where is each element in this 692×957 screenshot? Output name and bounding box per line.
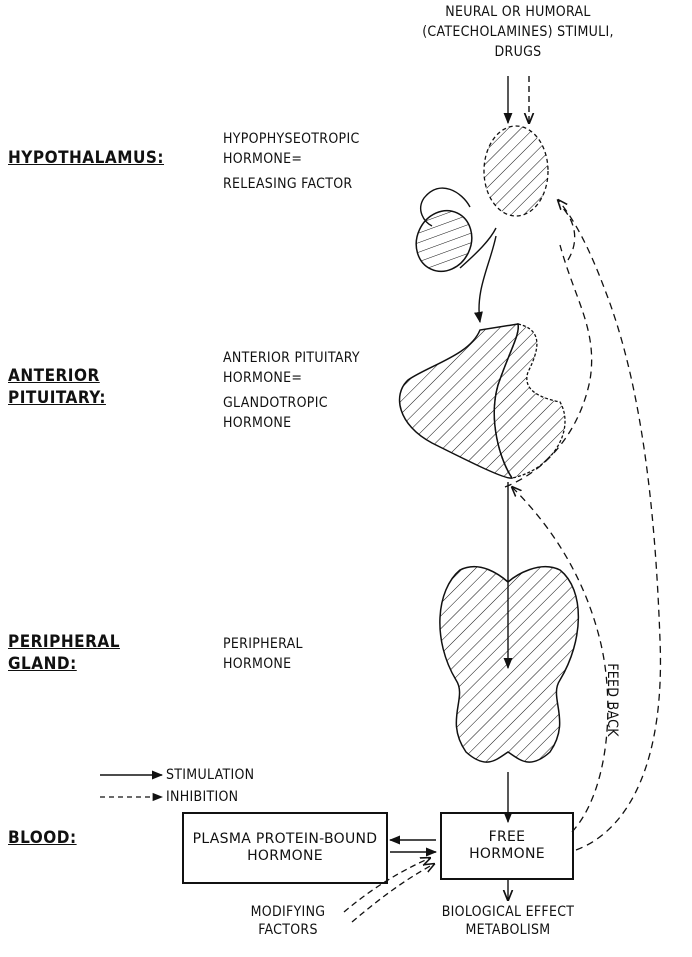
- free-box-line2: HORMONE: [469, 846, 545, 863]
- level-peripheral-line1: PERIPHERAL: [8, 634, 120, 651]
- effect-line2: METABOLISM: [420, 922, 596, 939]
- pituitary-hormone-line1: ANTERIOR PITUITARY: [223, 350, 360, 367]
- stimuli-line1: NEURAL OR HUMORAL: [398, 4, 638, 21]
- legend-inhibition: INHIBITION: [166, 789, 238, 806]
- peripheral-hormone-line2: HORMONE: [223, 656, 291, 673]
- peripheral-gland-shape: [440, 567, 579, 762]
- level-hypothalamus: HYPOTHALAMUS:: [8, 150, 164, 167]
- stimuli-line3: DRUGS: [398, 44, 638, 61]
- plasma-box-line1: PLASMA PROTEIN-BOUND: [193, 831, 378, 848]
- pituitary-hormone-line4: HORMONE: [223, 415, 291, 432]
- plasma-box-line2: HORMONE: [193, 848, 378, 865]
- level-anterior-line1: ANTERIOR: [8, 368, 100, 385]
- level-anterior-line2: PITUITARY:: [8, 390, 106, 407]
- free-box-line1: FREE: [469, 829, 545, 846]
- neuron-cell: [406, 201, 481, 280]
- modifying-line2: FACTORS: [238, 922, 338, 939]
- free-hormone-box: FREE HORMONE: [440, 812, 574, 880]
- legend-stimulation: STIMULATION: [166, 767, 254, 784]
- feedback-label: FEED BACK: [603, 640, 620, 760]
- plasma-protein-bound-box: PLASMA PROTEIN-BOUND HORMONE: [182, 812, 388, 884]
- hypothalamus-hormone-line3: RELEASING FACTOR: [223, 176, 352, 193]
- stimuli-line2: (CATECHOLAMINES) STIMULI,: [398, 24, 638, 41]
- pituitary-hormone-line3: GLANDOTROPIC: [223, 395, 328, 412]
- hypothalamus-hormone-line2: HORMONE=: [223, 151, 302, 168]
- level-peripheral-line2: GLAND:: [8, 656, 77, 673]
- hypothalamus-feedback-head: [560, 205, 575, 260]
- level-blood: BLOOD:: [8, 830, 77, 847]
- effect-line1: BIOLOGICAL EFFECT: [420, 904, 596, 921]
- modifying-line1: MODIFYING: [238, 904, 338, 921]
- peripheral-hormone-line1: PERIPHERAL: [223, 636, 303, 653]
- hypothalamus-hormone-line1: HYPOPHYSEOTROPIC: [223, 131, 360, 148]
- hypothalamus-nucleus: [484, 126, 548, 216]
- pituitary-hormone-line2: HORMONE=: [223, 370, 302, 387]
- releasing-factor-arrow: [479, 236, 496, 322]
